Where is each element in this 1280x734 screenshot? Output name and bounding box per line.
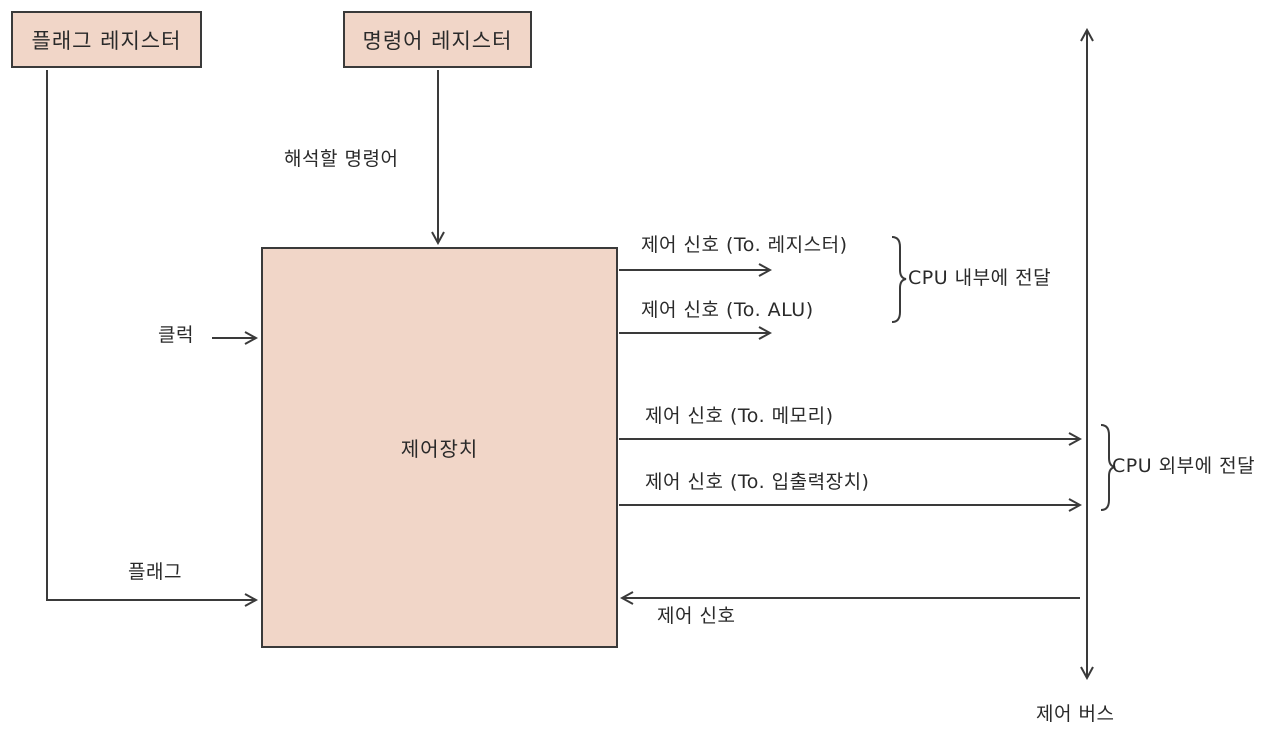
external-bracket bbox=[1100, 424, 1116, 511]
register-signal-label: 제어 신호 (To. 레지스터) bbox=[641, 234, 848, 256]
memory-signal-label: 제어 신호 (To. 메모리) bbox=[645, 405, 834, 427]
control-bus-label: 제어 버스 bbox=[1036, 703, 1115, 725]
clock-label: 클럭 bbox=[158, 324, 194, 346]
internal-group-label: CPU 내부에 전달 bbox=[908, 267, 1052, 289]
alu-signal-label: 제어 신호 (To. ALU) bbox=[641, 299, 814, 321]
control-unit-box: 제어장치 bbox=[261, 247, 618, 648]
bus-signal-label: 제어 신호 bbox=[657, 605, 736, 627]
instruction-to-decode-label: 해석할 명령어 bbox=[284, 148, 399, 170]
internal-bracket bbox=[891, 236, 907, 323]
flag-label: 플래그 bbox=[128, 561, 182, 583]
instruction-register-box: 명령어 레지스터 bbox=[343, 11, 532, 68]
flag-arrow bbox=[46, 70, 256, 600]
instruction-register-label: 명령어 레지스터 bbox=[362, 28, 513, 53]
control-unit-label: 제어장치 bbox=[400, 437, 479, 461]
io-signal-label: 제어 신호 (To. 입출력장치) bbox=[645, 471, 870, 493]
flag-register-label: 플래그 레지스터 bbox=[31, 28, 182, 53]
flag-register-box: 플래그 레지스터 bbox=[11, 11, 202, 68]
external-group-label: CPU 외부에 전달 bbox=[1112, 455, 1256, 477]
